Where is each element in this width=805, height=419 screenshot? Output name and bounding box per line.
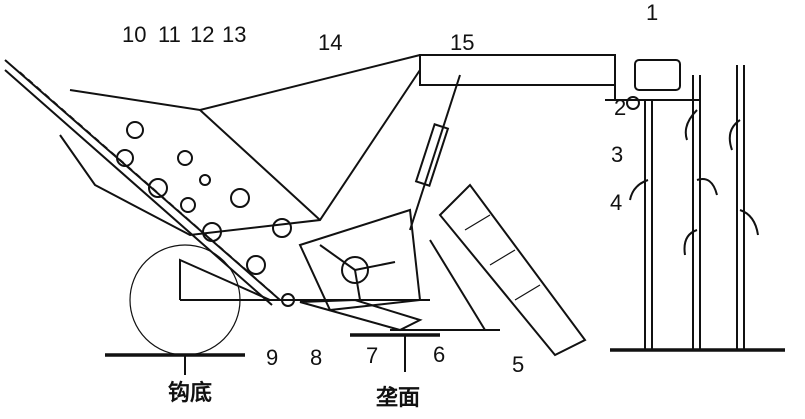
label-ridge-surface: 垄面 [376,386,420,411]
label-14: 14 [318,30,342,55]
lifter-conveyor [409,74,587,357]
label-1: 1 [646,0,658,25]
base-skid [299,298,500,332]
boom [419,54,700,110]
label-5: 5 [512,352,524,377]
label-4: 4 [610,190,622,215]
feed-rollers [116,121,295,307]
sugarcane-stalks [629,65,759,350]
label-2: 2 [614,95,626,120]
label-12: 12 [190,22,214,47]
frame [59,54,430,301]
ground [105,333,785,375]
label-13: 13 [222,22,246,47]
label-7: 7 [366,343,378,368]
label-11: 11 [158,22,181,47]
label-9: 9 [266,345,278,370]
label-15: 15 [450,30,474,55]
inclined-conveyor [4,59,281,306]
label-8: 8 [310,345,322,370]
label-6: 6 [433,342,445,367]
chopper-box [298,208,422,312]
label-10: 10 [122,22,146,47]
label-furrow-bottom: 钩底 [168,380,212,406]
label-3: 3 [611,142,623,167]
